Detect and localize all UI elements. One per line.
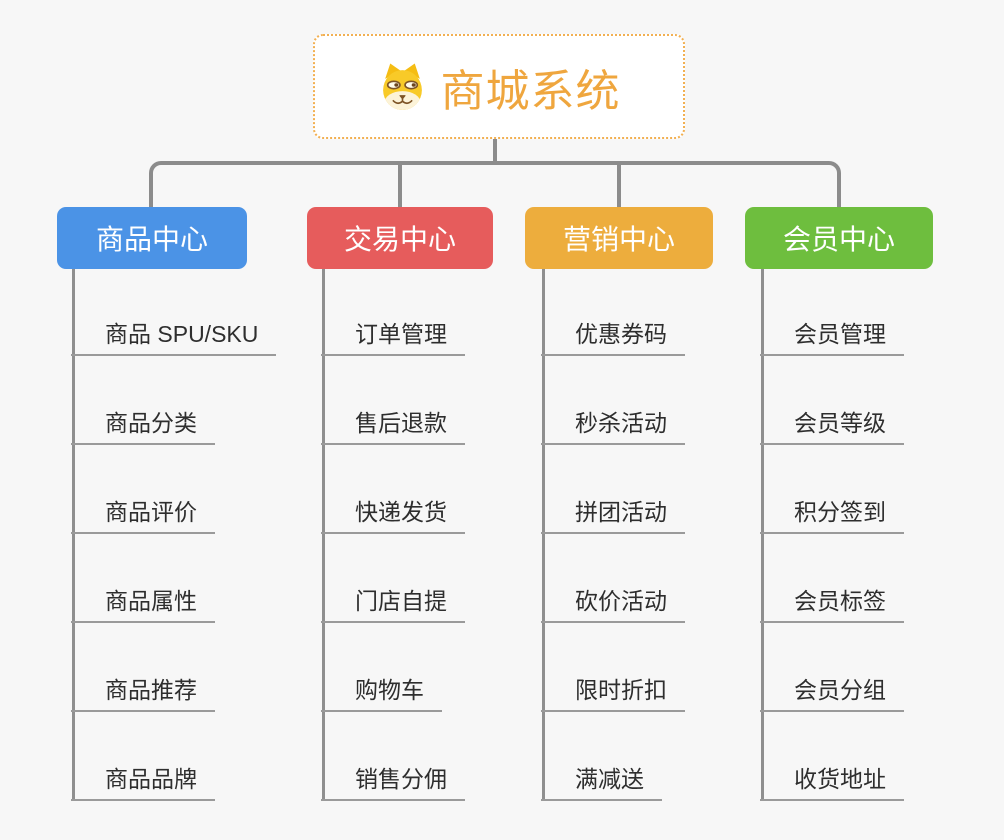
column-trunk-line — [72, 269, 75, 801]
column-trunk-line — [761, 269, 764, 801]
leaf-node[interactable]: 购物车 — [321, 668, 442, 712]
leaf-node[interactable]: 限时折扣 — [541, 668, 685, 712]
branch-node-label: 交易中心 — [343, 224, 456, 255]
branch-node-marketing-center[interactable]: 营销中心 — [525, 207, 713, 269]
branch-node-product-center[interactable]: 商品中心 — [57, 207, 247, 269]
leaf-node[interactable]: 积分签到 — [760, 490, 904, 534]
branch-node-label: 营销中心 — [562, 224, 675, 255]
branch-node-trade-center[interactable]: 交易中心 — [307, 207, 493, 269]
branch-drop-line — [617, 163, 621, 207]
leaf-node[interactable]: 门店自提 — [321, 579, 465, 623]
leaf-node[interactable]: 优惠券码 — [541, 312, 685, 356]
dog-face-icon — [382, 63, 422, 110]
leaf-node[interactable]: 销售分佣 — [321, 757, 465, 801]
leaf-node[interactable]: 砍价活动 — [541, 579, 685, 623]
leaf-node[interactable]: 秒杀活动 — [541, 401, 685, 445]
leaf-node[interactable]: 收货地址 — [760, 757, 904, 801]
leaf-node[interactable]: 商品属性 — [71, 579, 215, 623]
leaf-node[interactable]: 会员标签 — [760, 579, 904, 623]
leaf-node[interactable]: 满减送 — [541, 757, 662, 801]
branch-node-label: 会员中心 — [782, 224, 895, 255]
leaf-node[interactable]: 售后退款 — [321, 401, 465, 445]
leaf-node[interactable]: 商品 SPU/SKU — [71, 312, 277, 356]
leaf-node[interactable]: 拼团活动 — [541, 490, 685, 534]
root-connector-line — [493, 139, 497, 165]
leaf-node[interactable]: 商品品牌 — [71, 757, 215, 801]
root-node[interactable]: 商城系统 — [313, 34, 685, 139]
branch-node-member-center[interactable]: 会员中心 — [745, 207, 933, 269]
leaf-node[interactable]: 快递发货 — [321, 490, 465, 534]
root-node-title: 商城系统 — [440, 66, 621, 116]
branch-node-label: 商品中心 — [95, 224, 208, 255]
branch-bus-line — [149, 161, 841, 207]
leaf-node[interactable]: 商品推荐 — [71, 668, 215, 712]
leaf-node[interactable]: 商品评价 — [71, 490, 215, 534]
leaf-node[interactable]: 商品分类 — [71, 401, 215, 445]
column-trunk-line — [542, 269, 545, 801]
leaf-node[interactable]: 订单管理 — [321, 312, 465, 356]
leaf-node[interactable]: 会员分组 — [760, 668, 904, 712]
column-trunk-line — [322, 269, 325, 801]
branch-drop-line — [398, 163, 402, 207]
leaf-node[interactable]: 会员等级 — [760, 401, 904, 445]
leaf-node[interactable]: 会员管理 — [760, 312, 904, 356]
